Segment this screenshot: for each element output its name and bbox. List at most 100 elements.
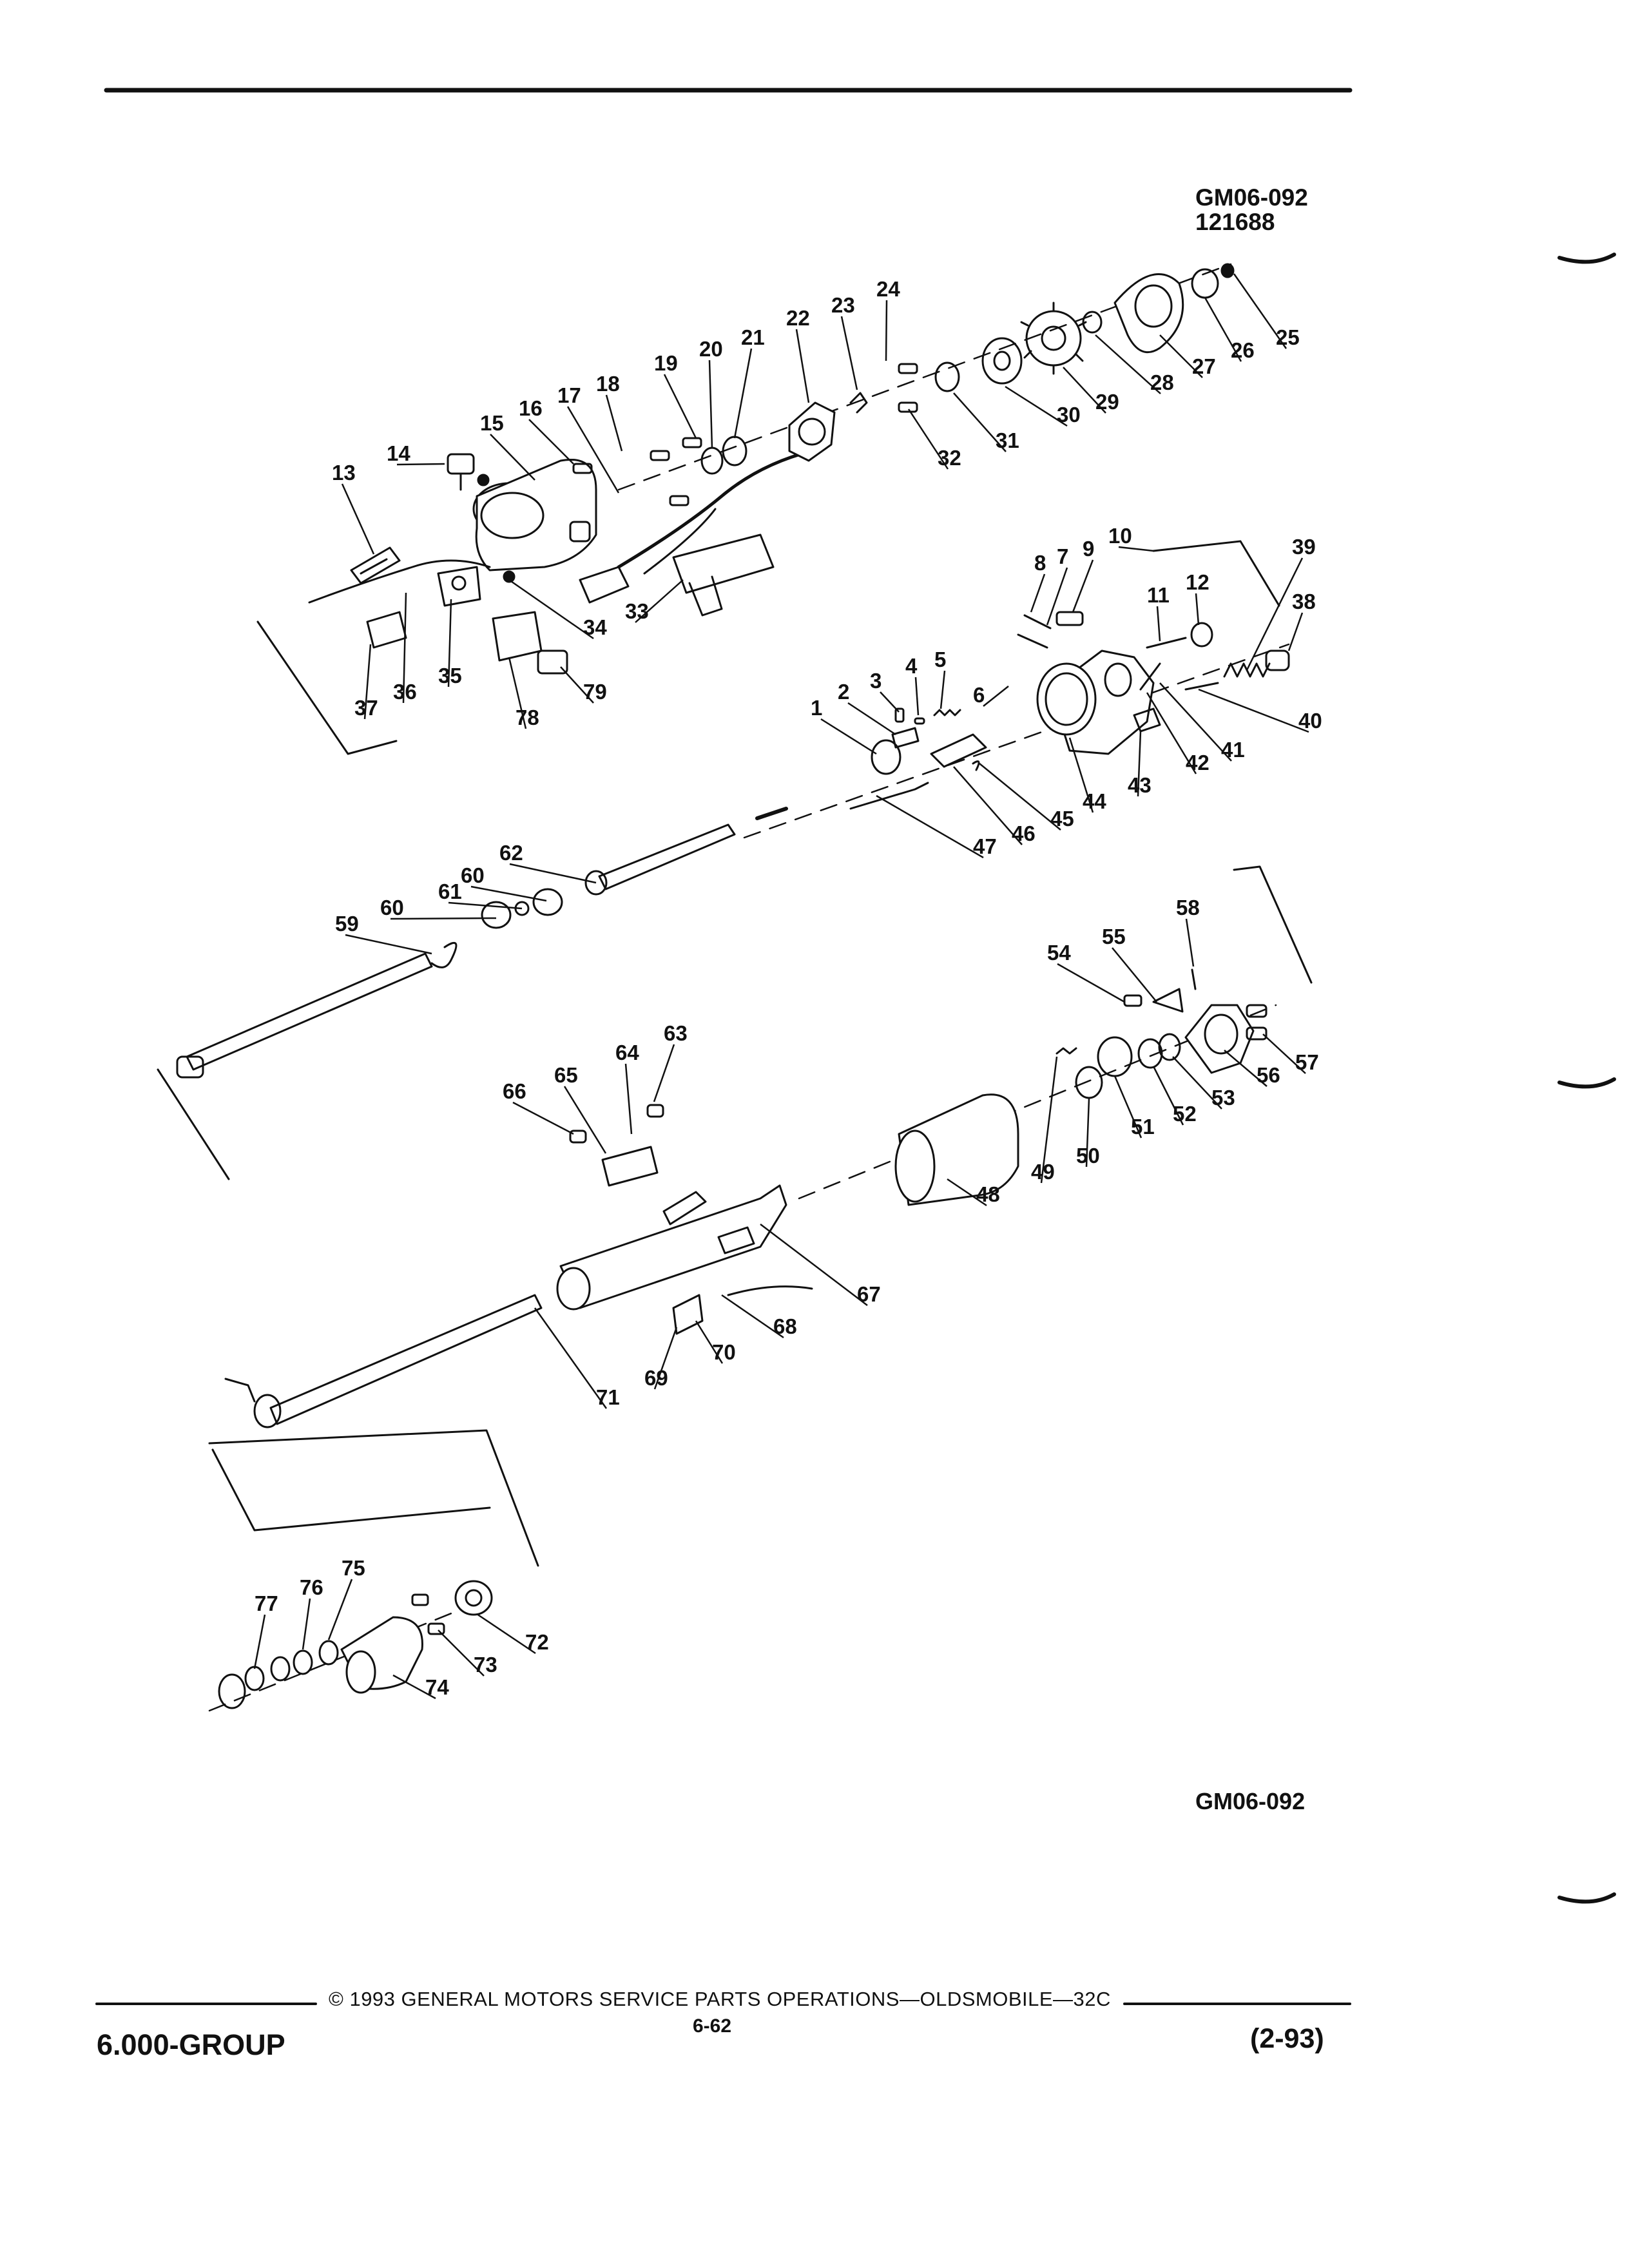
callout-36: 36 [393,680,417,704]
leader-line [490,434,535,481]
part-64-65-66-bracket [569,1104,664,1187]
leader-line [663,374,697,439]
callout-22: 22 [786,306,810,330]
callout-1: 1 [811,696,822,720]
leader-line [1152,1066,1184,1126]
callout-6: 6 [973,683,985,707]
callout-16: 16 [519,396,543,420]
leader-line [390,917,497,920]
leader-line [1156,606,1161,642]
callout-4: 4 [905,654,918,678]
leader-line [1112,947,1157,1003]
leader-line [876,794,984,859]
callout-38: 38 [1292,590,1316,613]
callout-48: 48 [976,1182,1000,1206]
callout-3: 3 [870,669,882,693]
part-30-31-bearing [934,337,1023,392]
callout-53: 53 [1211,1086,1235,1110]
leader-line [327,1579,353,1640]
leader-line [605,394,623,452]
part-35-sensor [579,566,630,604]
leader-line [733,348,753,439]
leader-line [438,1629,485,1677]
callout-5: 5 [934,648,946,671]
leader-line [1068,737,1094,813]
callout-7: 7 [1057,544,1068,568]
leader-line [708,360,713,448]
leader-line [1137,731,1142,797]
callout-78: 78 [516,706,539,729]
callout-9: 9 [1083,537,1094,561]
callout-10: 10 [1108,524,1132,548]
callout-27: 27 [1192,354,1216,378]
leader-line [508,657,527,729]
part-43-rack [1133,707,1161,733]
callout-19: 19 [654,351,678,375]
footer-page-number: 6-62 [693,2015,732,2037]
center-axis-3 [798,1004,1277,1200]
leader-line [820,718,877,755]
leader-line [1063,367,1106,414]
callout-17: 17 [557,383,581,407]
leader-line [947,1178,987,1207]
part-54-55-58-screws [1123,968,1197,1013]
part-72-73-retainer [411,1580,493,1635]
leader-line [447,599,452,687]
leader-line [563,1086,607,1154]
part-1-2-lock-bolt [871,727,920,775]
leader-line [1118,546,1154,552]
part-33-cover-plate [672,533,775,617]
leader-line [392,1674,436,1700]
callout-34: 34 [583,615,607,639]
leader-line [1085,1098,1090,1168]
callout-56: 56 [1257,1063,1280,1087]
part-3-4-5-spring [894,707,961,725]
leader-line [1046,567,1068,626]
leader-line [760,1224,868,1306]
callout-59: 59 [335,912,359,936]
part-44-tilt-housing [1036,649,1155,755]
leader-line [983,686,1009,707]
leader-line [1159,682,1232,762]
callout-61: 61 [438,879,462,903]
callout-46: 46 [1012,822,1036,845]
callout-8: 8 [1034,551,1046,575]
callout-12: 12 [1186,570,1210,594]
callout-21: 21 [741,325,765,349]
leader-line [534,1307,608,1409]
leader-line [509,863,597,884]
leader-line [1040,1056,1058,1184]
part-23-spring [849,392,868,414]
leader-line [363,644,372,720]
part-15-housing [472,459,597,572]
callout-60: 60 [461,863,485,887]
leader-line [635,579,684,623]
callout-73: 73 [474,1653,497,1677]
callout-55: 55 [1102,925,1126,948]
leader-line [840,316,858,390]
leader-line [448,901,523,910]
part-68-69-70-switch [672,1285,813,1335]
leader-line [253,1614,266,1669]
part-67-column-jacket [556,1184,787,1311]
leader-line [885,300,888,361]
callout-52: 52 [1173,1102,1197,1126]
part-71-shaft-sleeve [224,1294,543,1428]
callout-65: 65 [554,1063,578,1087]
callout-76: 76 [300,1575,323,1599]
callout-41: 41 [1221,738,1245,762]
part-49-50-51-52-bearings [1055,1033,1181,1099]
part-11-12-spring-pin [1146,622,1213,649]
callout-29: 29 [1095,390,1119,414]
callout-40: 40 [1298,709,1322,733]
callout-13: 13 [332,461,356,485]
callout-71: 71 [596,1385,620,1409]
leader-line [1246,557,1304,671]
part-27-cancel-cam [1113,273,1184,354]
part-74-adapter [340,1616,423,1694]
figure-code: GM06-092 [1195,184,1308,211]
figure-id: GM06-092 [1195,1788,1306,1814]
part-37-cover [366,611,407,649]
callout-39: 39 [1292,535,1316,559]
